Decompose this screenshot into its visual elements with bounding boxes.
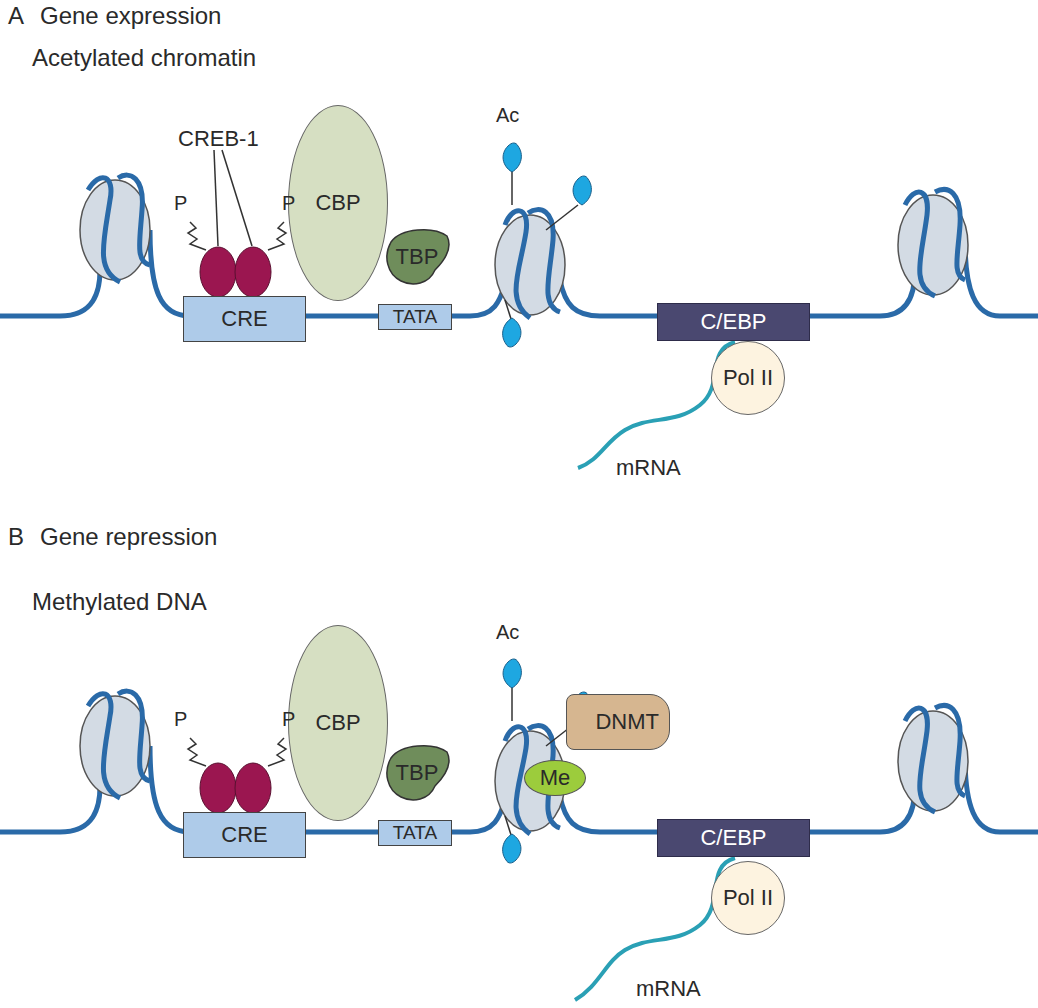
pol-ii-enzyme: Pol II: [711, 341, 785, 415]
node-label: C/EBP: [700, 826, 766, 850]
node-label: Pol II: [723, 886, 773, 910]
acetyl-label: Ac: [496, 621, 519, 644]
node-label: DNMT: [595, 710, 659, 734]
phosphate-label: P: [174, 708, 187, 731]
node-label: TATA: [393, 307, 437, 328]
node-label: TBP: [396, 761, 439, 785]
tata-box: TATA: [378, 304, 452, 330]
cre-element: CRE: [183, 812, 306, 858]
node-label: C/EBP: [700, 310, 766, 334]
panel-subtitle: Acetylated chromatin: [32, 44, 256, 72]
phosphate-label: P: [282, 192, 295, 215]
leader-line: [222, 150, 252, 246]
dnmt-enzyme: DNMT: [566, 694, 670, 750]
node-label: Pol II: [723, 366, 773, 390]
protein-label: CREB-1: [178, 126, 259, 151]
node-label: CRE: [221, 307, 267, 331]
acetyl-label: Ac: [496, 104, 519, 127]
panel-letter: A: [8, 2, 24, 30]
panel-b-chromatin: [0, 659, 1038, 863]
node-label: CBP: [315, 711, 360, 735]
phosphate-label: P: [282, 708, 295, 731]
mrna-label: mRNA: [616, 455, 681, 480]
cebp-element: C/EBP: [657, 819, 810, 857]
panel-letter: B: [8, 523, 24, 551]
cre-element: CRE: [183, 296, 306, 342]
tbp-protein: TBP: [383, 226, 451, 288]
panel-title: Gene expression: [40, 2, 221, 30]
mrna-label: mRNA: [636, 976, 701, 1001]
node-label: TBP: [396, 245, 439, 269]
phosphate-label: P: [174, 192, 187, 215]
panel-subtitle: Methylated DNA: [32, 588, 207, 616]
pol-ii-enzyme: Pol II: [711, 861, 785, 935]
mrna-strand: [578, 342, 735, 468]
cebp-element: C/EBP: [657, 303, 810, 341]
node-label: CBP: [315, 191, 360, 215]
leader-line: [214, 150, 218, 246]
methyl-group: Me: [524, 760, 586, 796]
cbp-protein: CBP: [288, 105, 388, 301]
tata-box: TATA: [378, 820, 452, 846]
node-label: CRE: [221, 823, 267, 847]
node-label: TATA: [393, 823, 437, 844]
panel-title: Gene repression: [40, 523, 217, 551]
panel-a-chromatin: [0, 143, 1038, 347]
tbp-protein: TBP: [383, 742, 451, 804]
cbp-protein: CBP: [288, 625, 388, 821]
node-label: Me: [540, 766, 571, 790]
